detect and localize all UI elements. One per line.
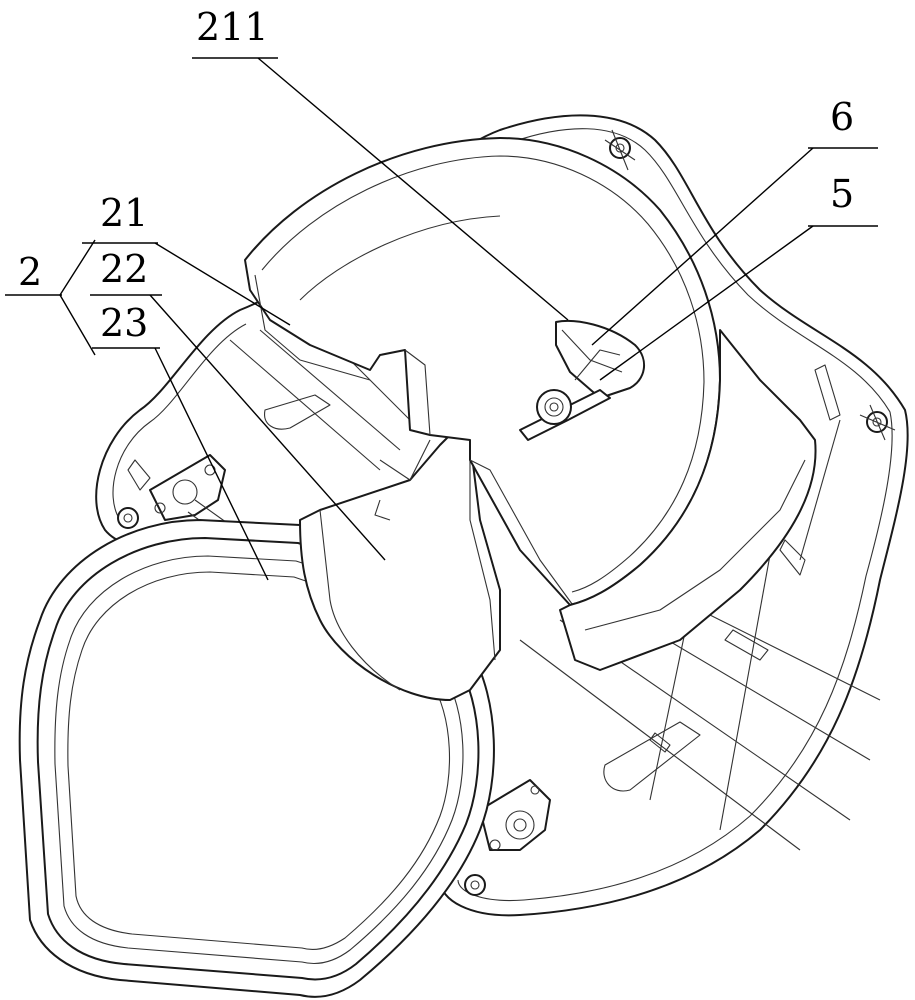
label-21: 21: [100, 191, 148, 235]
label-23: 23: [100, 301, 148, 345]
screw-boss-bottom: [465, 875, 485, 895]
label-22: 22: [100, 247, 148, 291]
leader-bracket-2: [60, 240, 95, 355]
label-2: 2: [18, 250, 42, 294]
label-6: 6: [830, 95, 854, 139]
label-5: 5: [830, 172, 854, 216]
label-211: 211: [196, 5, 269, 49]
